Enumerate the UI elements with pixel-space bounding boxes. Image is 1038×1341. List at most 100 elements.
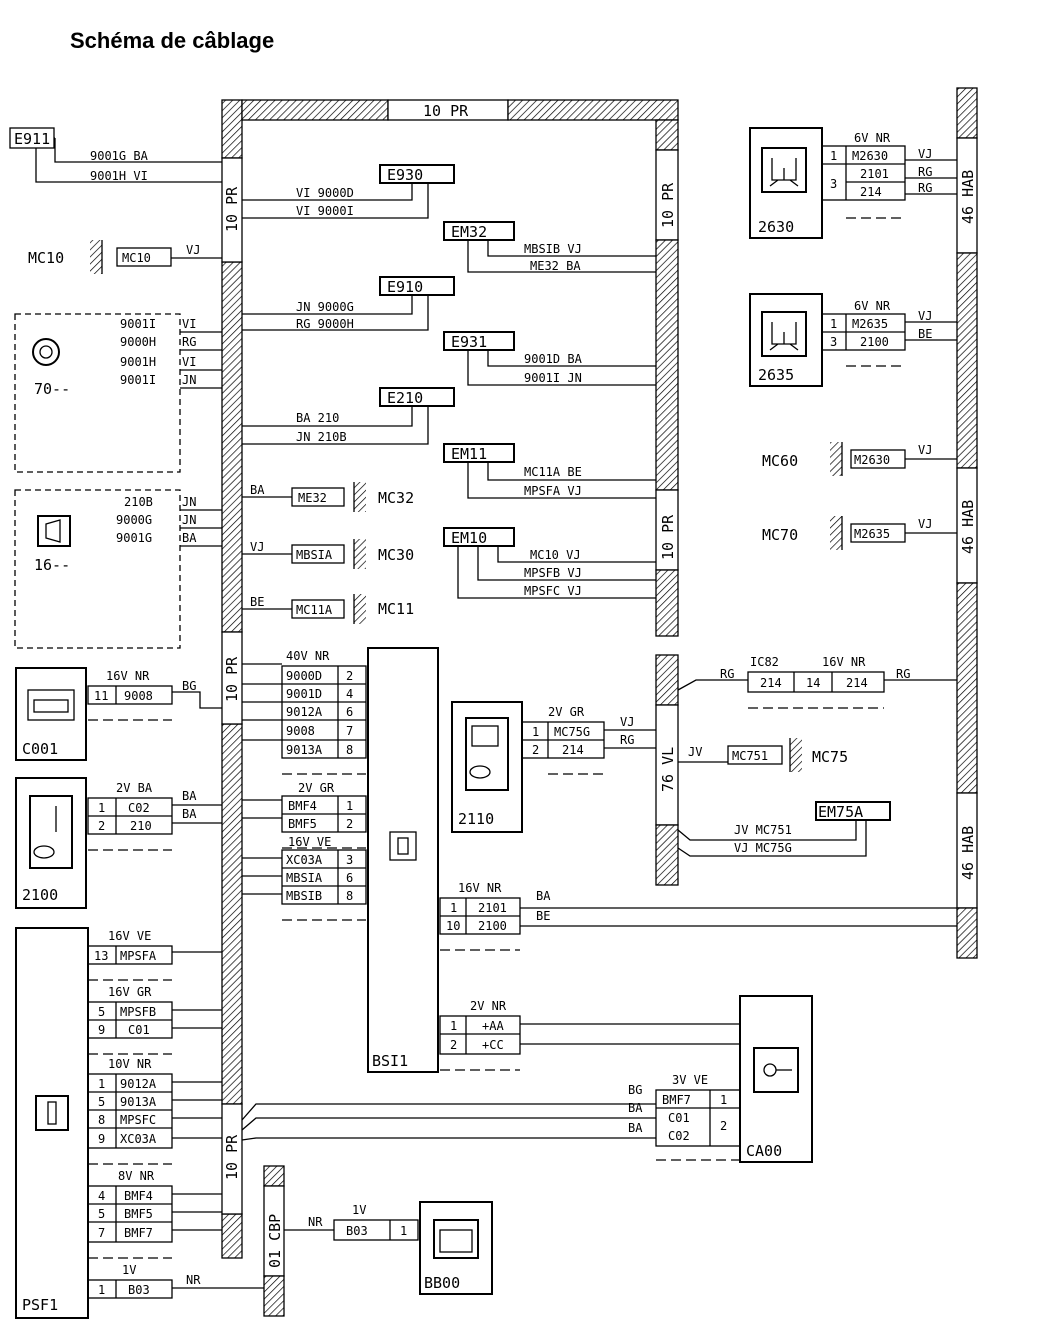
wire-color: BA — [182, 807, 197, 821]
wire-color: JN — [182, 495, 196, 509]
pin-wire: BMF4 — [288, 799, 317, 813]
pin-wire: 210 — [130, 819, 152, 833]
bundle-label-inner-right-top: 10 PR — [659, 182, 677, 228]
connector-head: 16V NR — [458, 881, 502, 895]
wire-color: VJ — [918, 147, 932, 161]
pin-wire: C02 — [128, 801, 150, 815]
connector-head: 3V VE — [672, 1073, 708, 1087]
wire-label: 9001H VI — [90, 169, 148, 183]
connector-head: IC82 — [750, 655, 779, 669]
pin-number: 1 — [830, 317, 837, 331]
pin-number: 7 — [98, 1226, 105, 1240]
wire-label: MC10 VJ — [530, 548, 581, 562]
pin-number: 2 — [450, 1038, 457, 1052]
pin-number: 1 — [450, 1019, 457, 1033]
wire-color: VJ — [918, 517, 932, 531]
wire-color: NR — [186, 1273, 201, 1287]
wire-color: RG — [918, 165, 932, 179]
pin-wire: B03 — [346, 1224, 368, 1238]
pin-number: 2 — [346, 817, 353, 831]
pin-number: 13 — [94, 949, 108, 963]
component-mc11: MC11 — [378, 600, 414, 618]
component-mc32: MC32 — [378, 489, 414, 507]
pin-wire: BMF7 — [124, 1226, 153, 1240]
headlamp-switch-icon — [29, 795, 73, 869]
wire-label: JN 210B — [296, 430, 347, 444]
pin-number: 3 — [346, 853, 353, 867]
wire-label: MBSIB VJ — [524, 242, 582, 256]
pin-number: 7 — [346, 724, 353, 738]
pin-number: 9 — [98, 1132, 105, 1146]
pin-wire: MBSIA — [286, 871, 323, 885]
horn-icon — [37, 515, 71, 547]
component-e930: E930 — [387, 166, 423, 184]
bundle-label-hab-top: 46 HAB — [959, 170, 977, 224]
pin-wire: BMF4 — [124, 1189, 153, 1203]
pin-number: 1 — [532, 725, 539, 739]
connector-m2630: M2630 — [854, 453, 890, 467]
connector-mc751: MC751 — [732, 749, 768, 763]
warning-symbol-icon — [32, 338, 60, 366]
component-bb00: BB00 — [424, 1274, 460, 1292]
component-mc10: MC10 — [28, 249, 64, 267]
wire-color: VI — [182, 317, 196, 331]
wire-color: JN — [182, 513, 196, 527]
connector-grids — [87, 145, 906, 1299]
pin-wire: 214 — [860, 185, 882, 199]
pin-wire: 9013A — [120, 1095, 157, 1109]
pin-wire: 2101 — [478, 901, 507, 915]
component-mc30: MC30 — [378, 546, 414, 564]
bundle-label-hab-mid: 46 HAB — [959, 500, 977, 554]
seat-icon-2635 — [761, 311, 807, 357]
connector-head: 16V GR — [108, 985, 152, 999]
pin-wire: C01 — [668, 1111, 690, 1125]
connector-head: 1V — [352, 1203, 366, 1217]
icons — [27, 147, 807, 1259]
wire-number: 9000G — [116, 513, 152, 527]
pin-wire: C01 — [128, 1023, 150, 1037]
wire-color: BA — [536, 889, 551, 903]
component-em32: EM32 — [451, 223, 487, 241]
pin-wire: 2101 — [860, 167, 889, 181]
pin-wire: +AA — [482, 1019, 504, 1033]
pin-number: 3 — [830, 335, 837, 349]
component-2110: 2110 — [458, 810, 494, 828]
wire-label: 9001D BA — [524, 352, 583, 366]
connector-mc11a: MC11A — [296, 603, 333, 617]
pin-number: 10 — [446, 919, 460, 933]
wire-color: RG — [918, 181, 932, 195]
connector-head: 8V NR — [118, 1169, 155, 1183]
wire-number: 210B — [124, 495, 153, 509]
bundle-label-left-bot: 10 PR — [223, 1134, 241, 1180]
pin-wire: 214 — [760, 676, 782, 690]
pin-wire: MPSFA — [120, 949, 157, 963]
headlamp-switch-icon-2110 — [465, 717, 509, 791]
pin-number: 2 — [720, 1119, 727, 1133]
bundle-label-top: 10 PR — [423, 102, 469, 120]
pin-number: 6 — [346, 871, 353, 885]
wire-color: BA — [182, 531, 197, 545]
wire-label: MPSFA VJ — [524, 484, 582, 498]
bundle-main-frame — [221, 87, 978, 1317]
wire-number: 9001I — [120, 373, 156, 387]
wire-color: BE — [250, 595, 264, 609]
pin-number: 1 — [450, 901, 457, 915]
wire-number: 9000H — [120, 335, 156, 349]
pin-number: 6 — [346, 705, 353, 719]
component-em10: EM10 — [451, 529, 487, 547]
wire-label: VI 9000D — [296, 186, 354, 200]
pin-number: 8 — [346, 743, 353, 757]
pin-wire: M2635 — [852, 317, 888, 331]
bundle-label-cbp: 01 CBP — [266, 1214, 284, 1268]
pin-wire: 9012A — [120, 1077, 157, 1091]
wire-color: VI — [182, 355, 196, 369]
component-mc75: MC75 — [812, 748, 848, 766]
pin-number: 2 — [532, 743, 539, 757]
wire-color: RG — [620, 733, 634, 747]
wire-color: RG — [896, 667, 910, 681]
wire-color: BG — [182, 679, 196, 693]
pin-number: 8 — [98, 1113, 105, 1127]
wire-color: VJ — [918, 309, 932, 323]
wires — [35, 137, 957, 1289]
pin-number: 8 — [346, 889, 353, 903]
